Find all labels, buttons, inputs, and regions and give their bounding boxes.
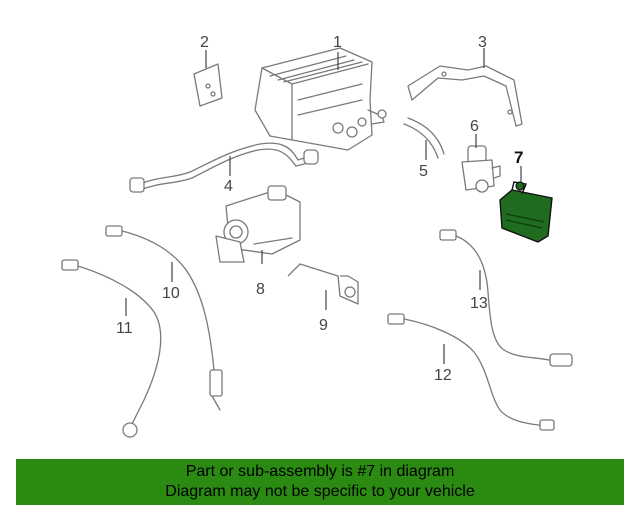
part-4-vapor-hose[interactable]: [129, 142, 319, 193]
callout-7[interactable]: 7: [514, 148, 523, 167]
callout-5[interactable]: 5: [419, 163, 428, 180]
part-12-oxygen-sensor[interactable]: [387, 313, 555, 431]
callout-1[interactable]: 1: [333, 34, 342, 51]
part-5-short-hose[interactable]: [403, 117, 445, 159]
part-7-highlighted-module[interactable]: [499, 181, 553, 243]
callout-13[interactable]: 13: [470, 295, 488, 312]
part-10-oxygen-sensor[interactable]: [105, 225, 223, 411]
part-1-canister[interactable]: [254, 47, 387, 151]
callout-10[interactable]: 10: [162, 285, 180, 302]
part-2-bracket[interactable]: [193, 63, 223, 107]
callout-4[interactable]: 4: [224, 178, 233, 195]
part-11-oxygen-sensor[interactable]: [61, 259, 162, 438]
callout-11[interactable]: 11: [116, 320, 133, 337]
part-8-vapor-valve[interactable]: [215, 185, 301, 263]
callout-12[interactable]: 12: [434, 367, 452, 384]
callout-3[interactable]: 3: [478, 34, 487, 51]
part-3-mounting-bracket[interactable]: [407, 65, 523, 127]
banner-line-part-reference: Part or sub-assembly is #7 in diagram: [185, 463, 455, 480]
callout-9[interactable]: 9: [319, 317, 328, 334]
part-9-sensor-bracket[interactable]: [287, 263, 359, 305]
parts-diagram: 1 2 3 4 5 6: [61, 34, 573, 438]
callout-8[interactable]: 8: [256, 281, 265, 298]
callout-2[interactable]: 2: [200, 34, 209, 51]
part-13-oxygen-sensor[interactable]: [439, 229, 573, 367]
disclaimer-banner: Part or sub-assembly is #7 in diagram Di…: [16, 459, 624, 505]
callout-6[interactable]: 6: [470, 118, 479, 135]
banner-line-disclaimer: Diagram may not be specific to your vehi…: [165, 483, 475, 500]
part-6-purge-valve[interactable]: [461, 145, 501, 193]
